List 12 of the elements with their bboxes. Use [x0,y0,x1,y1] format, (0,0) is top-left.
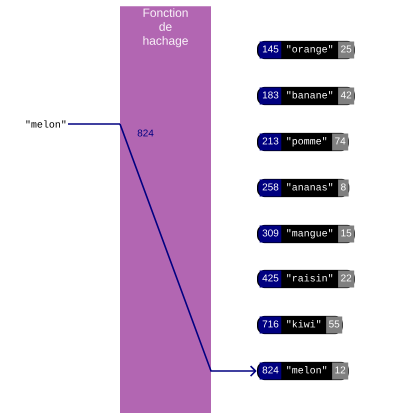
string-text: "melon" [26,120,66,128]
arrow [119,124,257,377]
record-pill: 716 "kiwi" 55 [257,316,343,334]
record-pill: 213 "pomme" 74 [257,132,349,152]
record-pill: 309 "mangue" 15 [257,224,355,244]
record-pill: 145 "orange" 25 [257,40,355,60]
record-pill: 258 "ananas" 8 [257,178,350,198]
record-pill: 824 "melon" 12 [257,362,349,380]
edge-label: 824 [138,129,154,137]
record-pill: 425 "raisin" 22 [257,270,355,288]
connector-line [68,123,120,125]
record-pill: 183 "banane" 42 [257,86,355,106]
